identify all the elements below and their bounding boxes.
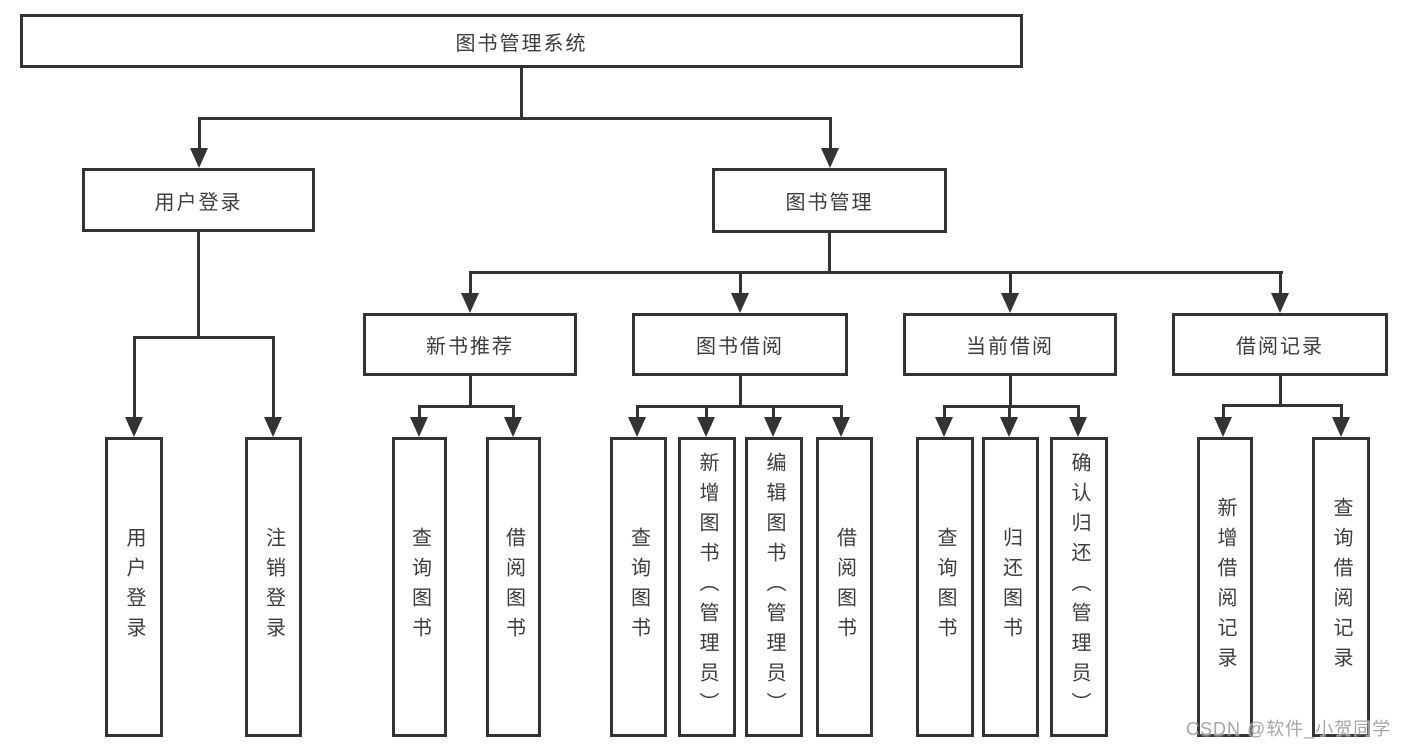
arrowhead-cb-leaf1 [935,417,953,437]
node-current-borrow-label: 当前借阅 [966,336,1054,358]
connector-user-login-branch [133,336,274,339]
node-new-book-recommend: 新书推荐 [363,313,577,376]
connector-current-branch [943,405,1080,408]
connector-newbook-stem [469,271,472,295]
connector-nb-leaf1-stem [418,405,421,419]
leaf-query-borrow-record-label: 查询借阅记录 [1330,497,1352,677]
arrowhead-bb-leaf3 [764,417,782,437]
leaf-query-books-recommend: 查询图书 [392,437,447,737]
leaf-add-borrow-record: 新增借阅记录 [1197,437,1253,737]
arrowhead-bb-leaf4 [832,417,850,437]
leaf-query-books-borrow: 查询图书 [610,437,667,737]
connector-cb-leaf1-stem [943,405,946,419]
node-borrow-records: 借阅记录 [1172,313,1388,376]
connector-newbook-branch [418,405,515,408]
arrowhead-book-mgmt [821,148,839,168]
connector-root-stem [520,68,523,117]
leaf-edit-book-admin-label: 编辑图书（管理员） [763,452,785,722]
leaf-return-book: 归还图书 [982,437,1039,737]
node-root: 图书管理系统 [20,14,1023,68]
connector-borrow-branch [636,405,843,408]
arrowhead-leaf-logout [264,417,282,437]
leaf-return-book-label: 归还图书 [999,527,1022,647]
arrowhead-br-leaf1 [1214,417,1232,437]
connector-to-book-mgmt-stem [829,117,832,150]
arrowhead-nb-leaf2 [504,417,522,437]
node-root-label: 图书管理系统 [455,32,588,55]
connector-leaf-logout-stem [272,336,275,419]
csdn-watermark: CSDN @软件_小贺同学 [1186,719,1392,739]
node-book-borrow: 图书借阅 [632,313,848,376]
arrowhead-cb-leaf2 [1000,417,1018,437]
connector-user-login-stem [197,232,200,336]
connector-cb-leaf2-stem [1008,405,1011,419]
connector-book-mgmt-stem [828,233,831,274]
node-book-management-label: 图书管理 [785,192,874,214]
node-user-login: 用户登录 [82,168,315,232]
connector-leaf-login-stem [133,336,136,419]
arrowhead-bb-leaf1 [628,417,646,437]
connector-newbook-down [469,376,472,407]
arrowhead-leaf-login [125,417,143,437]
leaf-borrow-book-label: 借阅图书 [833,527,856,647]
leaf-query-books-recommend-label: 查询图书 [408,527,431,647]
connector-root-branch [198,117,831,120]
node-book-borrow-label: 图书借阅 [696,336,784,358]
connector-current-down [1009,376,1012,407]
node-book-management: 图书管理 [712,168,947,233]
arrowhead-nb-leaf1 [410,417,428,437]
leaf-borrow-book: 借阅图书 [816,437,873,737]
connector-bb-leaf3-stem [772,405,775,419]
arrowhead-cb-leaf3 [1069,417,1087,437]
connector-bb-leaf1-stem [636,405,639,419]
connector-borrow-down [739,376,742,407]
connector-book-mgmt-branch [469,271,1283,274]
connector-records-stem [1279,271,1282,295]
leaf-query-borrow-record: 查询借阅记录 [1312,437,1370,737]
connector-records-down [1279,375,1282,406]
connector-bb-leaf4-stem [840,405,843,419]
connector-records-branch [1222,404,1343,407]
arrowhead-borrow [731,293,749,313]
node-borrow-records-label: 借阅记录 [1236,336,1324,358]
arrowhead-newbook [461,293,479,313]
leaf-logout: 注销登录 [245,437,302,737]
arrowhead-records [1271,293,1289,313]
leaf-confirm-return-admin: 确认归还（管理员） [1050,437,1108,737]
node-user-login-label: 用户登录 [154,191,243,214]
connector-current-stem [1009,271,1012,295]
arrowhead-current [1001,293,1019,313]
leaf-query-books-current: 查询图书 [916,437,974,737]
arrowhead-user-login [190,148,208,168]
connector-br-leaf2-stem [1340,404,1343,419]
leaf-query-books-borrow-label: 查询图书 [627,527,650,647]
connector-bb-leaf2-stem [705,405,708,419]
leaf-borrow-book-recommend: 借阅图书 [486,437,541,737]
connector-to-user-login-stem [198,117,201,150]
leaf-user-login: 用户登录 [105,437,163,737]
leaf-add-borrow-record-label: 新增借阅记录 [1214,497,1236,677]
connector-nb-leaf2-stem [512,405,515,419]
arrowhead-br-leaf2 [1332,417,1350,437]
leaf-user-login-label: 用户登录 [123,527,145,647]
node-current-borrow: 当前借阅 [903,313,1117,376]
arrowhead-bb-leaf2 [697,417,715,437]
connector-borrow-stem [739,271,742,295]
leaf-borrow-book-recommend-label: 借阅图书 [502,527,525,647]
leaf-add-book-admin-label: 新增图书（管理员） [696,452,718,722]
leaf-edit-book-admin: 编辑图书（管理员） [745,437,803,737]
leaf-confirm-return-admin-label: 确认归还（管理员） [1068,452,1090,722]
leaf-query-books-current-label: 查询图书 [934,527,956,647]
leaf-logout-label: 注销登录 [262,527,285,647]
connector-br-leaf1-stem [1222,404,1225,419]
leaf-add-book-admin: 新增图书（管理员） [678,437,736,737]
node-new-book-recommend-label: 新书推荐 [426,336,514,358]
connector-cb-leaf3-stem [1077,405,1080,419]
